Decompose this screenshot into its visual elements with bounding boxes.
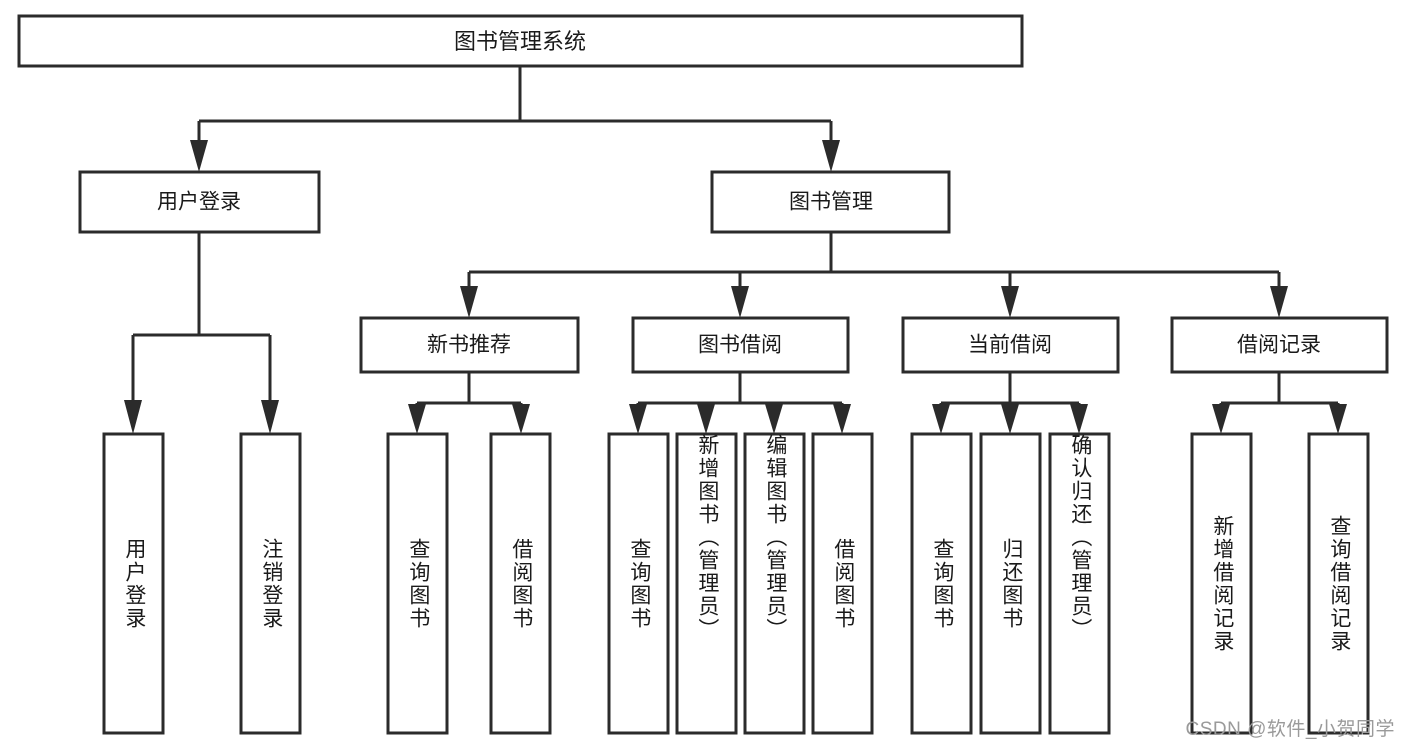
- book-management-label: 图书管理: [789, 191, 873, 214]
- new-book-recommend-box: [359, 316, 580, 374]
- leaf-box-user-login[interactable]: [102, 432, 165, 735]
- leaf-box-query-book-1[interactable]: [386, 432, 449, 735]
- leaf-box-add-book[interactable]: [675, 432, 738, 735]
- node-book-borrow[interactable]: 图书借阅: [631, 316, 850, 374]
- user-login-label: 用户登录: [157, 191, 241, 214]
- arrowhead-leaf-borrow-book-1: [512, 404, 530, 434]
- book-management-box: [710, 170, 951, 234]
- arrowhead-leaf-logout-login: [261, 400, 279, 434]
- node-new-book-recommend[interactable]: 新书推荐: [359, 316, 580, 374]
- leaf-box-confirm-return[interactable]: [1048, 432, 1111, 735]
- arrowhead-leaf-user-login: [124, 400, 142, 434]
- arrowhead-borrow-record: [1270, 286, 1288, 318]
- leaf-box-borrow-book-2[interactable]: [811, 432, 874, 735]
- arrowhead-book-borrow: [731, 286, 749, 318]
- arrowhead-new-book-recommend: [460, 286, 478, 318]
- watermark-text: CSDN @软件_小贺同学: [1185, 719, 1395, 740]
- root-label: 图书管理系统: [454, 29, 586, 54]
- leaf-box-edit-book[interactable]: [743, 432, 806, 735]
- leaf-box-borrow-book-1[interactable]: [489, 432, 552, 735]
- borrow-record-box: [1170, 316, 1389, 374]
- arrowhead-book-management: [822, 140, 840, 172]
- arrowhead-leaf-query-record: [1329, 404, 1347, 434]
- arrowhead-current-borrow: [1001, 286, 1019, 318]
- current-borrow-label: 当前借阅: [968, 334, 1052, 357]
- leaf-box-return-book[interactable]: [979, 432, 1042, 735]
- new-book-recommend-label: 新书推荐: [427, 334, 511, 357]
- arrowhead-leaf-return-book: [1001, 404, 1019, 434]
- node-current-borrow[interactable]: 当前借阅: [901, 316, 1120, 374]
- leaf-box-logout-login[interactable]: [239, 432, 302, 735]
- arrowhead-user-login: [190, 140, 208, 172]
- arrowhead-leaf-add-book: [697, 404, 715, 434]
- arrowhead-leaf-query-book-1: [408, 404, 426, 434]
- arrowhead-leaf-edit-book: [765, 404, 783, 434]
- node-book-management[interactable]: 图书管理: [710, 170, 951, 234]
- leaf-box-query-book-3[interactable]: [910, 432, 973, 735]
- node-user-login[interactable]: 用户登录: [78, 170, 321, 234]
- root-box: [17, 14, 1024, 68]
- node-borrow-record[interactable]: 借阅记录: [1170, 316, 1389, 374]
- arrowhead-leaf-confirm-return: [1070, 404, 1088, 434]
- arrowhead-leaf-add-record: [1212, 404, 1230, 434]
- borrow-record-label: 借阅记录: [1237, 334, 1321, 357]
- leaf-box-query-record[interactable]: [1307, 432, 1370, 735]
- book-borrow-box: [631, 316, 850, 374]
- arrowhead-leaf-query-book-3: [932, 404, 950, 434]
- leaf-box-add-record[interactable]: [1190, 432, 1253, 735]
- arrowhead-leaf-borrow-book-2: [833, 404, 851, 434]
- arrowhead-leaf-query-book-2: [629, 404, 647, 434]
- current-borrow-box: [901, 316, 1120, 374]
- leaf-box-query-book-2[interactable]: [607, 432, 670, 735]
- node-root-book-management-system[interactable]: 图书管理系统: [17, 14, 1024, 68]
- book-borrow-label: 图书借阅: [698, 334, 782, 357]
